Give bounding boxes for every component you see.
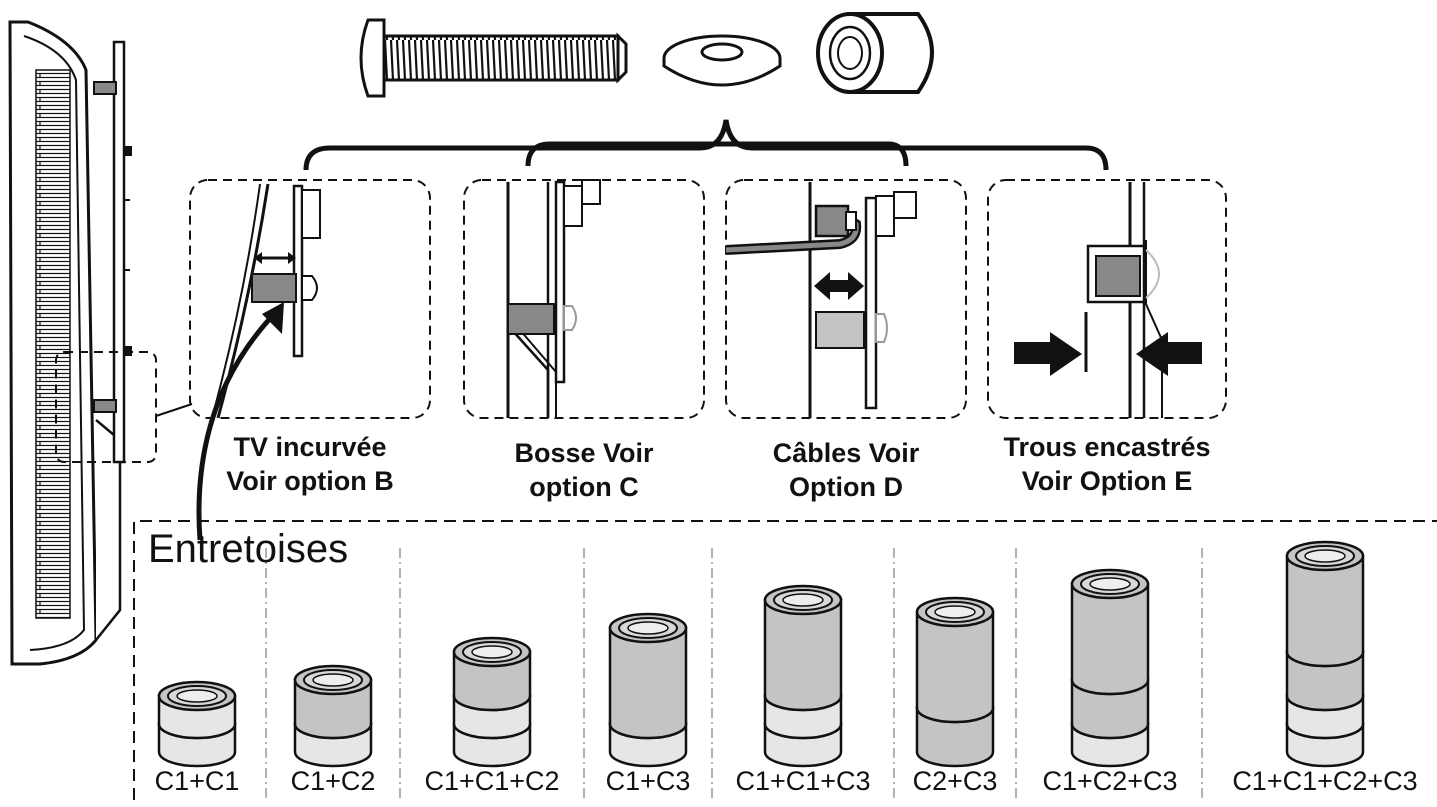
spacers-box xyxy=(133,520,1437,800)
spacer-stack xyxy=(608,612,688,768)
spacer-piece-c3 xyxy=(608,612,688,740)
combo-label-2: C1+C2 xyxy=(290,766,376,796)
spacer-piece-c3 xyxy=(1070,568,1150,696)
option-b-line1: TV incurvée xyxy=(233,432,387,462)
spacer-piece-c2 xyxy=(452,636,532,712)
option-b-panel xyxy=(189,179,431,541)
combo-label-3: C1+C1+C2 xyxy=(424,766,560,796)
option-d-panel xyxy=(725,179,967,419)
option-d-line2: Option D xyxy=(789,472,903,502)
option-b-label: TV incurvée Voir option B xyxy=(190,430,430,498)
tv-side-view xyxy=(8,20,193,666)
spacers-title: Entretoises xyxy=(148,527,349,571)
spacer-piece-c2 xyxy=(293,664,373,740)
combo-label-1: C1+C1 xyxy=(154,766,240,796)
spacer-stack xyxy=(157,680,237,768)
combo-label-7: C1+C2+C3 xyxy=(1042,766,1178,796)
brace-connector xyxy=(303,119,1109,171)
combo-label-6: C2+C3 xyxy=(912,766,998,796)
spacer-stack xyxy=(915,596,995,768)
combo-label-8: C1+C1+C2+C3 xyxy=(1232,766,1418,796)
spacer-stack xyxy=(293,664,373,768)
spacer-piece-c3 xyxy=(1285,540,1365,668)
spacer-piece-c3 xyxy=(915,596,995,724)
spacer-stack xyxy=(763,584,843,768)
option-b-line2: Voir option B xyxy=(226,466,394,496)
option-d-line1: Câbles Voir xyxy=(772,438,920,468)
option-c-panel xyxy=(463,179,705,419)
spacer-piece-c3 xyxy=(763,584,843,712)
spacer-icon xyxy=(816,12,934,94)
option-c-label: Bosse Voir option C xyxy=(464,436,704,504)
combo-label-5: C1+C1+C3 xyxy=(735,766,871,796)
spacer-stacks xyxy=(157,540,1365,768)
option-c-line1: Bosse Voir xyxy=(514,438,654,468)
option-e-label: Trous encastrés Voir Option E xyxy=(970,430,1244,498)
option-d-label: Câbles Voir Option D xyxy=(726,436,966,504)
combo-label-4: C1+C3 xyxy=(605,766,691,796)
spacer-stack xyxy=(452,636,532,768)
washer-icon xyxy=(662,34,782,87)
option-c-line2: option C xyxy=(529,472,639,502)
spacer-stack xyxy=(1285,540,1365,768)
bolt-icon xyxy=(359,18,628,98)
option-e-panel xyxy=(987,179,1227,419)
spacer-stack xyxy=(1070,568,1150,768)
option-e-line1: Trous encastrés xyxy=(1003,432,1211,462)
spacer-piece-c1 xyxy=(157,680,237,740)
option-e-line2: Voir Option E xyxy=(1021,466,1193,496)
